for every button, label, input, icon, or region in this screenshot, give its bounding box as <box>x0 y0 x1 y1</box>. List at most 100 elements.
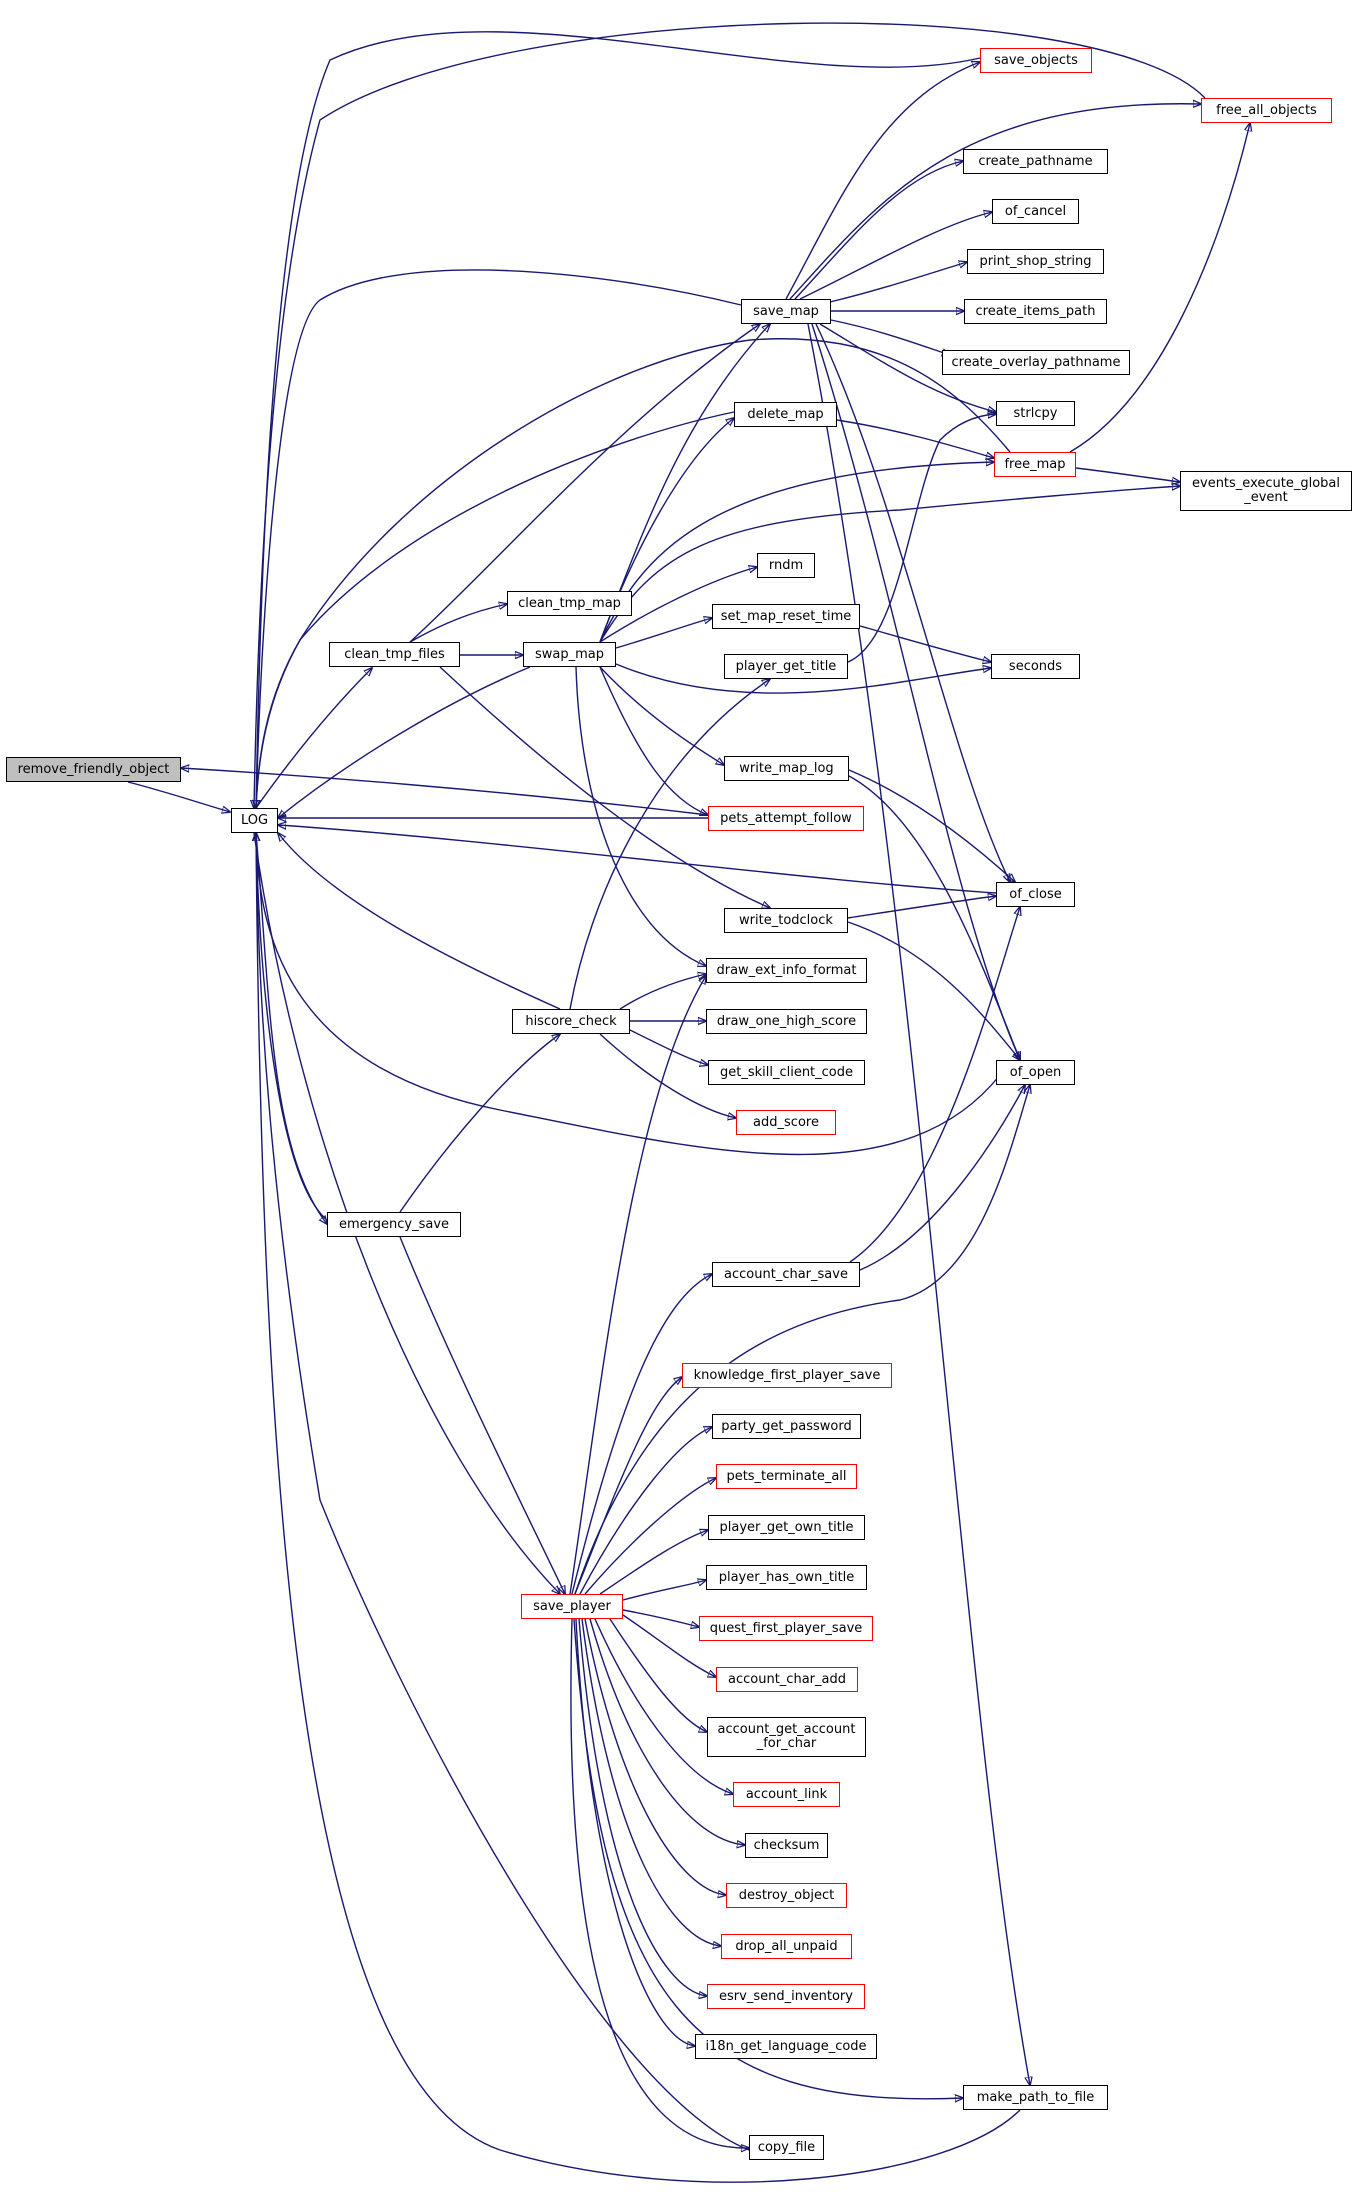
node-pets-attempt-follow[interactable]: pets_attempt_follow <box>708 806 864 831</box>
edge-save-player-to-pets-terminate-all <box>584 1478 716 1595</box>
edge-swap-map-to-draw-ext-info-format <box>575 666 706 966</box>
edge-save-map-to-free-all-objects <box>789 104 1201 300</box>
node-add-score[interactable]: add_score <box>736 1110 836 1135</box>
edge-emergency-save-to-hiscore-check <box>399 1034 560 1213</box>
node-hiscore-check: hiscore_check <box>512 1009 630 1034</box>
node-get-skill-client-code: get_skill_client_code <box>708 1060 865 1085</box>
edge-save-map-to-make-path-to-file <box>807 323 1030 2085</box>
node-swap-map: swap_map <box>523 642 616 667</box>
node-account-get-account-for-char: account_get_account _for_char <box>707 1717 866 1757</box>
node-draw-one-high-score: draw_one_high_score <box>706 1009 867 1034</box>
edge-save-player-to-make-path-to-file <box>573 1618 963 2099</box>
node-destroy-object[interactable]: destroy_object <box>726 1883 847 1908</box>
node-save-objects[interactable]: save_objects <box>980 48 1092 73</box>
edge-save-map-to-strlcpy <box>819 323 996 412</box>
edge-swap-map-to-log <box>278 666 531 818</box>
edge-of-close-to-log <box>278 825 997 894</box>
node-free-map[interactable]: free_map <box>994 452 1076 477</box>
node-strlcpy: strlcpy <box>996 401 1075 426</box>
node-free-all-objects[interactable]: free_all_objects <box>1201 98 1332 123</box>
edge-make-path-to-file-to-log <box>256 833 1021 2183</box>
node-save-player[interactable]: save_player <box>521 1594 623 1619</box>
node-of-open: of_open <box>996 1060 1075 1085</box>
edge-save-player-to-esrv-send-inventory <box>578 1618 707 1996</box>
node-set-map-reset-time: set_map_reset_time <box>712 604 860 629</box>
node-of-close: of_close <box>996 882 1075 907</box>
edge-save-map-to-of-open <box>811 323 1020 1060</box>
edge-log-to-clean-tmp-files <box>255 668 372 809</box>
edge-hiscore-check-to-log <box>278 833 561 1010</box>
node-player-get-title: player_get_title <box>724 654 848 679</box>
edge-save-player-to-checksum <box>589 1618 745 1845</box>
node-account-link[interactable]: account_link <box>733 1782 840 1807</box>
edge-save-player-to-party-get-password <box>579 1427 712 1595</box>
edge-save-map-to-create-overlay-pathname <box>830 319 950 355</box>
edge-save-player-to-i18n-get-language-code <box>575 1618 695 2046</box>
edge-swap-map-to-write-map-log <box>599 666 724 765</box>
node-checksum: checksum <box>745 1833 828 1858</box>
edge-save-player-to-of-open <box>574 1085 1030 1595</box>
edge-clean-tmp-files-to-save-map <box>409 324 760 643</box>
node-log: LOG <box>231 808 278 833</box>
node-party-get-password: party_get_password <box>712 1414 861 1439</box>
node-create-pathname: create_pathname <box>963 149 1108 174</box>
edge-swap-map-to-rndm <box>599 567 757 643</box>
node-write-todclock: write_todclock <box>724 908 848 933</box>
edge-delete-map-to-free-map <box>836 419 994 458</box>
node-print-shop-string: print_shop_string <box>967 249 1104 274</box>
edge-save-player-to-player-has-own-title <box>622 1580 706 1601</box>
node-knowledge-first-player-save[interactable]: knowledge_first_player_save <box>682 1363 892 1388</box>
edge-account-char-save-to-of-close <box>849 907 1020 1263</box>
edge-save-map-to-of-close <box>815 323 1010 882</box>
edge-write-todclock-to-of-close <box>847 896 996 919</box>
edge-save-map-to-save-objects <box>785 62 980 300</box>
edge-swap-map-to-seconds <box>615 663 991 694</box>
edge-free-all-objects-to-log <box>254 22 1206 808</box>
node-clean-tmp-map: clean_tmp_map <box>507 591 632 616</box>
edge-save-player-to-account-link <box>594 1618 733 1794</box>
node-esrv-send-inventory[interactable]: esrv_send_inventory <box>707 1984 865 2009</box>
edge-save-map-to-print-shop-string <box>829 262 967 303</box>
edge-save-player-to-destroy-object <box>584 1618 726 1895</box>
edge-write-map-log-to-of-close <box>848 769 1015 882</box>
node-player-has-own-title: player_has_own_title <box>706 1565 867 1590</box>
node-account-char-add[interactable]: account_char_add <box>716 1667 858 1692</box>
node-quest-first-player-save[interactable]: quest_first_player_save <box>699 1616 873 1641</box>
node-create-items-path: create_items_path <box>964 299 1107 324</box>
node-of-cancel: of_cancel <box>992 199 1079 224</box>
edge-swap-map-to-events-execute-global-event <box>599 486 1180 643</box>
node-pets-terminate-all[interactable]: pets_terminate_all <box>716 1464 857 1489</box>
edge-log-to-save-player <box>253 832 560 1594</box>
edge-save-map-to-create-pathname <box>794 161 963 300</box>
edge-hiscore-check-to-draw-ext-info-format <box>619 974 706 1010</box>
edge-save-player-to-drop-all-unpaid <box>581 1618 721 1946</box>
node-make-path-to-file: make_path_to_file <box>963 2085 1108 2110</box>
edge-save-player-to-copy-file <box>570 1618 749 2148</box>
edge-free-map-to-log <box>256 338 1011 808</box>
edge-save-player-to-player-get-own-title <box>599 1530 708 1595</box>
node-drop-all-unpaid[interactable]: drop_all_unpaid <box>721 1934 852 1959</box>
edge-player-get-title-to-strlcpy <box>847 414 996 663</box>
node-player-get-own-title: player_get_own_title <box>708 1515 865 1540</box>
edge-hiscore-check-to-player-get-title <box>569 679 770 1010</box>
edge-save-player-to-quest-first-player-save <box>622 1609 699 1627</box>
node-write-map-log: write_map_log <box>724 756 849 781</box>
node-emergency-save: emergency_save <box>327 1212 461 1237</box>
edge-pets-attempt-follow-to-remove-friendly-object <box>181 768 709 816</box>
edge-free-map-to-events-execute-global-event <box>1075 467 1180 482</box>
edge-write-todclock-to-of-open <box>847 921 1020 1060</box>
node-seconds: seconds <box>991 654 1080 679</box>
edge-save-player-to-knowledge-first-player-save <box>574 1377 682 1595</box>
edge-copy-file-to-log <box>256 833 750 2151</box>
node-i18n-get-language-code: i18n_get_language_code <box>695 2034 877 2059</box>
edge-save-player-to-account-char-save <box>571 1274 712 1595</box>
node-draw-ext-info-format: draw_ext_info_format <box>706 958 867 983</box>
edge-of-open-to-log <box>256 833 1001 1156</box>
node-save-map: save_map <box>741 299 831 324</box>
edge-emergency-save-to-save-player <box>399 1236 565 1594</box>
node-clean-tmp-files: clean_tmp_files <box>329 642 460 667</box>
edge-account-char-save-to-of-open <box>859 1085 1025 1271</box>
edge-emergency-save-to-log <box>256 833 328 1221</box>
